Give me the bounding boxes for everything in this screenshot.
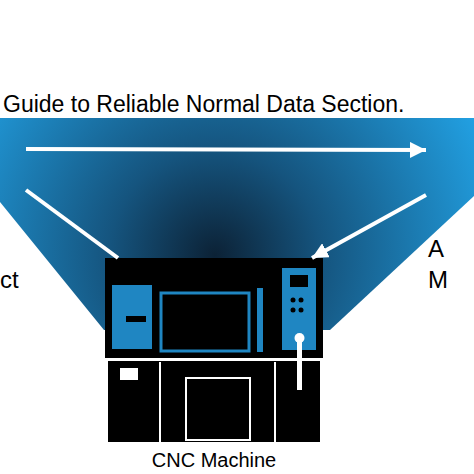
flow-arrow: [26, 190, 118, 258]
machine-node: CNC Machine: [105, 258, 323, 474]
edge-label: Guide to Reliable Normal Data Section.: [3, 91, 404, 118]
node-label: A M: [428, 233, 454, 295]
cnc-machine-illustration: [105, 258, 323, 442]
process-node: A M: [426, 140, 470, 290]
node-label: CNC Machine: [152, 448, 276, 472]
node-label: ct: [0, 266, 19, 294]
process-node: ct: [0, 140, 26, 300]
flow-arrow: [312, 195, 426, 258]
flow-arrow: [26, 149, 426, 150]
